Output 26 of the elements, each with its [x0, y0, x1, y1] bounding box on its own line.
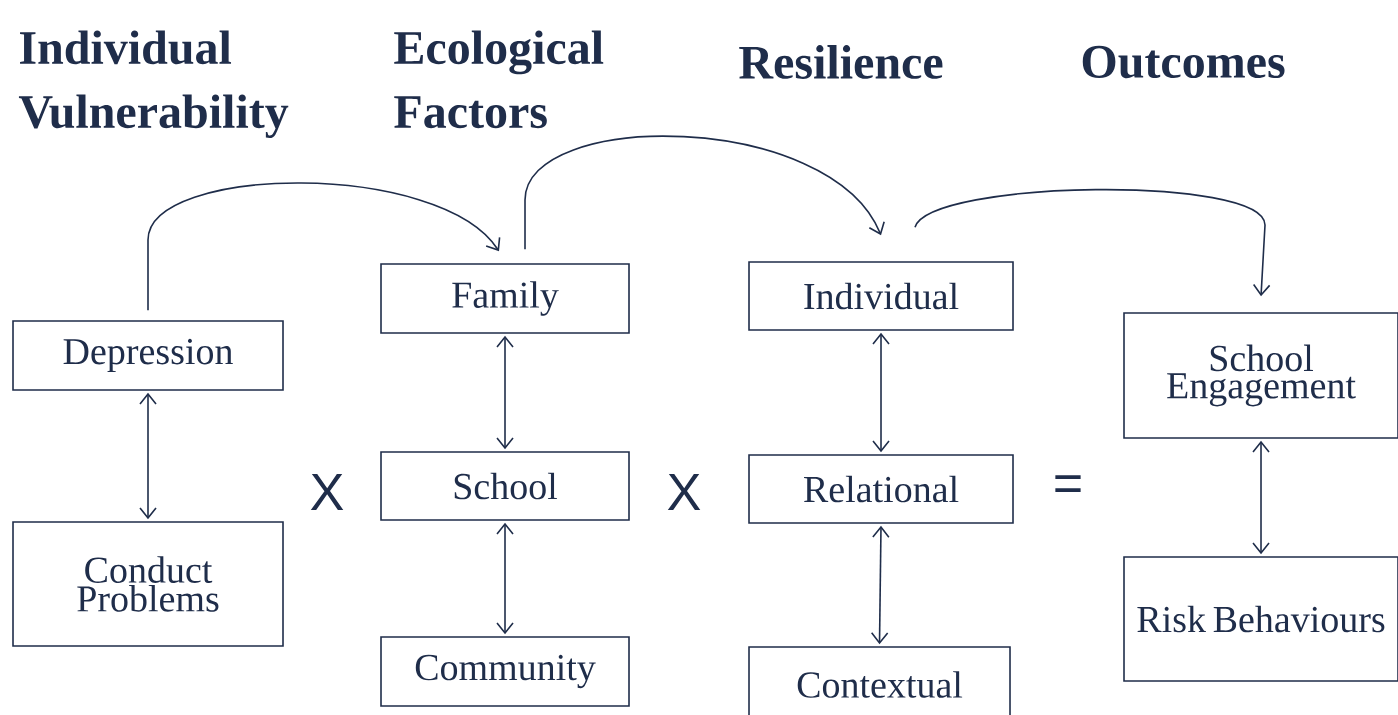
text-box: Family	[380, 263, 630, 334]
text-box: Depression	[12, 320, 284, 391]
column-heading: Outcomes	[1082, 45, 1285, 79]
arrow	[914, 188, 1271, 297]
arrow	[496, 335, 514, 450]
operator-sign: =	[1055, 475, 1081, 492]
operator-sign: X	[310, 474, 344, 510]
arrow	[524, 135, 885, 250]
column-heading: Individual Vulnerability	[18, 30, 289, 139]
text-box: School Engagement	[1123, 312, 1398, 439]
column-heading: Resilience	[739, 45, 943, 79]
text-box: Contextual	[748, 646, 1011, 715]
text-box: Individual	[748, 261, 1014, 331]
text-box: Conduct Problems	[12, 521, 284, 647]
text-box: Relational	[748, 454, 1014, 524]
arrow	[870, 525, 890, 645]
arrow	[1252, 440, 1270, 555]
arrow	[139, 392, 157, 520]
text-box: Risk Behaviours	[1123, 556, 1398, 682]
arrow	[872, 332, 890, 453]
operator-sign: X	[667, 474, 701, 510]
text-box: School	[380, 451, 630, 521]
column-heading: Ecological Factors	[394, 30, 604, 129]
text-box: Community	[380, 636, 630, 707]
arrow	[147, 182, 501, 311]
arrow	[496, 522, 514, 635]
